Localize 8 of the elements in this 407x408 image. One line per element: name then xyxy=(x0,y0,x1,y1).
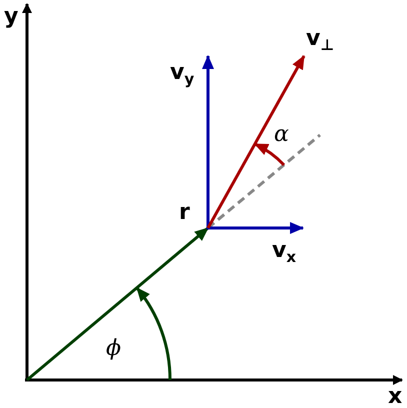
vector-label: v$_{x}$ xyxy=(272,240,296,265)
axis-label: y xyxy=(4,6,18,28)
vector-label: v$_{⊥}$ xyxy=(306,28,334,53)
axis-label: x xyxy=(388,386,402,408)
angle-label: α xyxy=(274,124,289,146)
angle-label: ϕ xyxy=(106,338,121,360)
vector-label: v$_{y}$ xyxy=(170,62,194,87)
vector-label: r xyxy=(179,202,190,224)
